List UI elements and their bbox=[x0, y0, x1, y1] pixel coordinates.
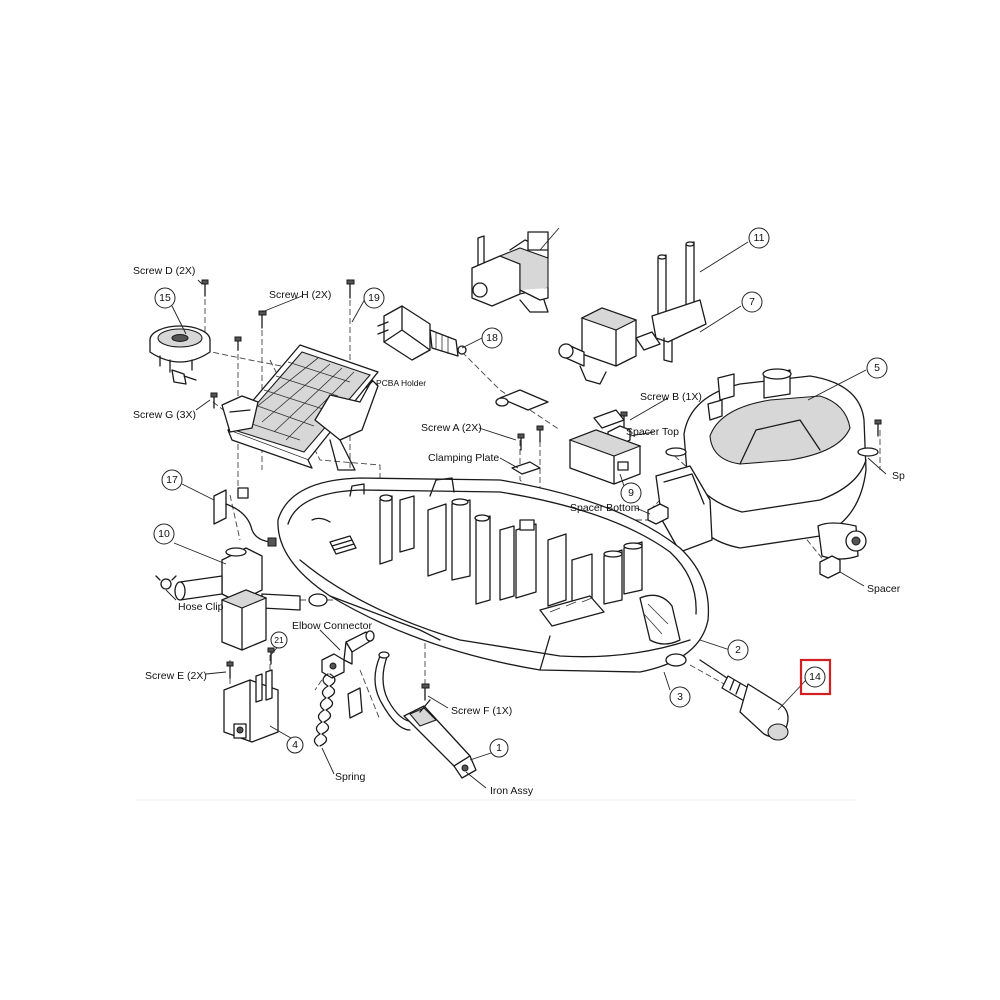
inlet-pipe bbox=[495, 389, 625, 429]
svg-text:9: 9 bbox=[628, 487, 634, 499]
screw-h-icon bbox=[258, 310, 267, 329]
label-spacer-bottom: Spacer Bottom bbox=[570, 502, 640, 514]
highlight-box bbox=[799, 658, 832, 696]
pump-upper bbox=[471, 231, 549, 313]
part-4-bracket bbox=[223, 669, 279, 743]
label-screw-g: Screw G (3X) bbox=[133, 409, 196, 421]
label-screw-d: Screw D (2X) bbox=[133, 265, 195, 277]
callout-3: 3 bbox=[669, 686, 691, 708]
callout-1: 1 bbox=[489, 738, 509, 758]
part-19-pcba-board bbox=[227, 344, 379, 499]
screw-h2-icon bbox=[346, 279, 355, 299]
svg-text:5: 5 bbox=[874, 362, 880, 374]
callout-11: 11 bbox=[748, 227, 770, 249]
part-1-iron-assembly bbox=[403, 699, 477, 779]
clamping-plate bbox=[511, 461, 541, 475]
svg-text:3: 3 bbox=[677, 691, 683, 703]
spacer-bottom bbox=[647, 503, 669, 525]
part-14-nozzle bbox=[699, 659, 789, 741]
part-11-heater-rods bbox=[651, 241, 707, 363]
part-10-valve bbox=[174, 547, 301, 651]
part-5-boiler bbox=[655, 368, 879, 560]
spacer-right bbox=[819, 555, 841, 579]
screw-b-icon bbox=[620, 411, 628, 429]
screw-small-icon bbox=[234, 336, 242, 351]
svg-text:19: 19 bbox=[368, 292, 380, 304]
part-17-connector bbox=[213, 489, 277, 547]
callout-2: 2 bbox=[727, 639, 749, 661]
svg-text:2: 2 bbox=[735, 644, 741, 656]
label-clamping-plate: Clamping Plate bbox=[428, 452, 499, 464]
callout-7: 7 bbox=[741, 291, 763, 313]
spring bbox=[313, 673, 336, 747]
iron-hose bbox=[374, 651, 415, 731]
callout-18: 18 bbox=[481, 327, 503, 349]
callout-10: 10 bbox=[153, 523, 175, 545]
hose-clip bbox=[155, 575, 177, 590]
callout-19: 19 bbox=[363, 287, 385, 309]
svg-text:17: 17 bbox=[166, 474, 178, 486]
part-labels: Screw D (2X) Screw H (2X) Screw G (3X) P… bbox=[133, 265, 905, 797]
label-iron-assy: Iron Assy bbox=[490, 785, 534, 797]
screw-d-icon bbox=[201, 279, 209, 297]
label-screw-h: Screw H (2X) bbox=[269, 289, 331, 301]
part-15-motor bbox=[149, 325, 211, 385]
label-screw-a: Screw A (2X) bbox=[421, 422, 482, 434]
svg-text:1: 1 bbox=[496, 742, 502, 754]
callout-4: 4 bbox=[286, 736, 304, 754]
svg-text:4: 4 bbox=[292, 739, 298, 751]
callout-5: 5 bbox=[866, 357, 888, 379]
svg-text:21: 21 bbox=[274, 635, 284, 645]
label-pcba-holder: PCBA Holder bbox=[376, 378, 426, 388]
callout-21: 21 bbox=[270, 631, 288, 649]
callout-15: 15 bbox=[154, 287, 176, 309]
part-2-base-housing bbox=[277, 477, 710, 673]
svg-text:10: 10 bbox=[158, 528, 170, 540]
part-18-plug bbox=[377, 305, 467, 361]
part-21-nut bbox=[321, 653, 345, 679]
screw-g-icon bbox=[210, 392, 218, 409]
label-screw-right: Sp bbox=[892, 470, 905, 482]
svg-text:11: 11 bbox=[754, 232, 765, 244]
callout-14: 14 bbox=[799, 658, 832, 696]
svg-text:14: 14 bbox=[809, 671, 821, 683]
screw-right-icon bbox=[874, 419, 882, 437]
svg-text:15: 15 bbox=[159, 292, 171, 304]
label-spacer: Spacer bbox=[867, 583, 901, 595]
callout-17: 17 bbox=[161, 469, 183, 491]
label-hose-clip: Hose Clip bbox=[178, 601, 224, 613]
svg-text:7: 7 bbox=[749, 296, 755, 308]
label-screw-e: Screw E (2X) bbox=[145, 670, 207, 682]
label-screw-b: Screw B (1X) bbox=[640, 391, 702, 403]
part-9-clamping-box bbox=[568, 429, 642, 485]
screws bbox=[201, 279, 882, 701]
screw-f-icon bbox=[421, 683, 430, 701]
screw-a-icon bbox=[517, 425, 544, 451]
svg-text:18: 18 bbox=[486, 332, 498, 344]
label-screw-f: Screw F (1X) bbox=[451, 705, 512, 717]
elbow-connector bbox=[343, 630, 375, 665]
fitting bbox=[347, 687, 363, 719]
callout-9: 9 bbox=[620, 482, 642, 504]
label-spacer-top: Spacer Top bbox=[626, 426, 679, 438]
mount-bracket bbox=[221, 395, 259, 433]
label-elbow-connector: Elbow Connector bbox=[292, 620, 372, 632]
label-spring: Spring bbox=[335, 771, 366, 783]
screw-e-icon bbox=[226, 647, 275, 679]
pump-lower bbox=[558, 307, 661, 385]
